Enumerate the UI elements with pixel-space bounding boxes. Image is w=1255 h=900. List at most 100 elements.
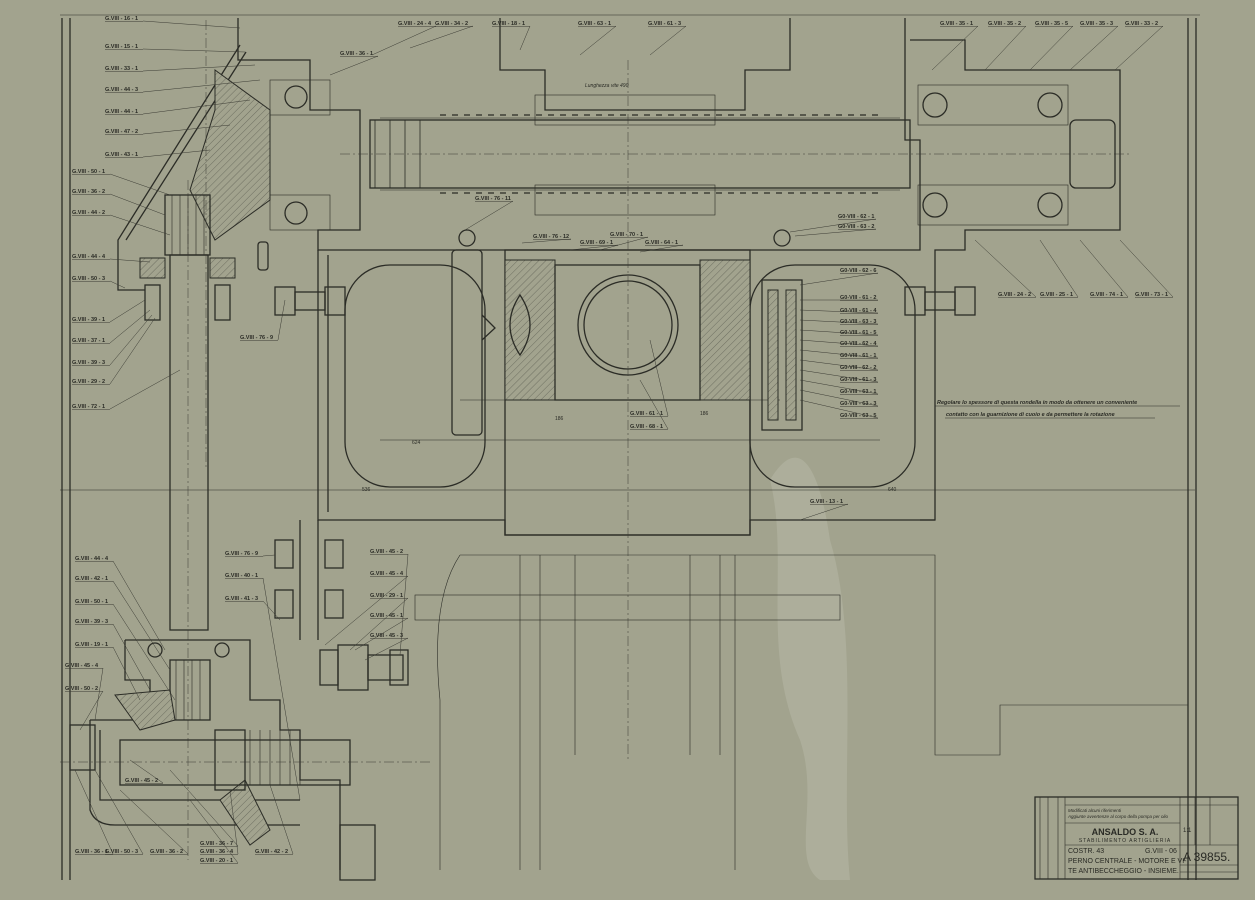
part-label: G.VIII - 76 - 9	[225, 551, 258, 557]
leader-line	[112, 623, 151, 691]
leader-line	[569, 244, 619, 251]
part-label: G.VIII - 61 - 3	[648, 21, 681, 27]
drawing-number: A 39855.	[1183, 850, 1230, 864]
leader-line	[364, 637, 409, 661]
part-label: G.VIII - 74 - 1	[1090, 292, 1123, 298]
bolt-right	[904, 286, 976, 316]
part-label: G.VIII - 36 - 2	[150, 849, 183, 855]
part-label: G.VIII - 50 - 2	[65, 686, 98, 692]
part-label: G0-VIII - 61 - 3	[840, 377, 876, 383]
leader-line	[349, 597, 409, 651]
part-label: G0-VIII - 63 - 3	[840, 319, 876, 325]
part-label: G.VIII - 72 - 1	[72, 404, 105, 410]
part-label: G0-VIII - 61 - 1	[840, 353, 876, 359]
leader-line	[79, 690, 104, 731]
leader-line	[119, 789, 189, 855]
part-label: G.VIII - 45 - 2	[370, 549, 403, 555]
part-label: G0-VIII - 61 - 5	[840, 330, 876, 336]
bolt-left	[274, 286, 346, 316]
leader-line	[74, 769, 114, 855]
part-label: G.VIII - 36 - 1	[340, 51, 373, 57]
dimension: 186	[555, 416, 564, 422]
vertical-shaft-assembly	[117, 20, 271, 860]
part-label: G.VIII - 37 - 1	[72, 338, 105, 344]
plant-name: STABILIMENTO ARTIGLIERIA	[1079, 838, 1171, 844]
leader-line	[799, 272, 879, 286]
leader-line	[129, 759, 164, 784]
leader-line	[112, 603, 176, 701]
title-block	[1034, 796, 1239, 880]
part-label: G.VIII - 33 - 1	[105, 66, 138, 72]
part-label: G0-VIII - 62 - 2	[840, 365, 876, 371]
leader-line	[789, 218, 877, 233]
leader-line	[1079, 239, 1129, 298]
leader-line	[262, 600, 281, 621]
part-label: G0-VIII - 63 - 1	[840, 389, 876, 395]
leader-line	[109, 214, 171, 236]
part-label: G0-VIII - 63 - 2	[838, 224, 874, 230]
part-label: G.VIII - 29 - 1	[370, 593, 403, 599]
leader-line	[649, 25, 687, 56]
sheet-frame	[60, 14, 1200, 880]
leader-line	[109, 193, 166, 216]
part-label: G.VIII - 39 - 3	[72, 360, 105, 366]
leader-line	[112, 560, 166, 651]
leader-line	[799, 389, 879, 407]
part-label: G.VIII - 69 - 1	[580, 240, 613, 246]
part-label: G.VIII - 29 - 2	[72, 379, 105, 385]
drawing-title: TE ANTIBECCHEGGIO - INSIEME.	[1068, 868, 1179, 875]
leader-line	[109, 299, 146, 323]
part-label: G0-VIII - 62 - 6	[840, 268, 876, 274]
leader-line	[799, 349, 879, 359]
part-label: G.VIII - 41 - 3	[225, 596, 258, 602]
leader-line	[229, 789, 239, 855]
part-label: G.VIII - 43 - 1	[105, 152, 138, 158]
leader-line	[112, 646, 141, 701]
part-label: G.VIII - 68 - 1	[630, 424, 663, 430]
leader-line	[169, 769, 239, 847]
revision-note: Aggiunte avvertenze al corpo della pompa…	[1067, 814, 1169, 819]
leader-line	[109, 173, 171, 196]
leader-line	[109, 317, 156, 385]
part-label: G.VIII - 45 - 4	[65, 663, 99, 669]
part-label: G.VIII - 70 - 1	[610, 232, 643, 238]
leader-line	[142, 20, 241, 29]
part-label: G.VIII - 50 - 3	[105, 849, 138, 855]
leader-line	[639, 244, 684, 253]
leader-line	[649, 339, 669, 417]
revision-note: Modificati alcuni riferimenti	[1068, 808, 1122, 813]
leader-line	[371, 25, 437, 56]
part-label: G.VIII - 76 - 9	[240, 335, 273, 341]
dimension: 624	[412, 440, 421, 446]
leader-line	[794, 228, 877, 237]
part-label: G.VIII - 34 - 2	[435, 21, 468, 27]
leader-line	[1114, 25, 1164, 71]
part-label: G.VIII - 50 - 3	[72, 276, 105, 282]
part-label: G.VIII - 45 - 2	[125, 778, 158, 784]
leader-line	[269, 784, 294, 855]
leader-line	[354, 617, 409, 651]
leader-line	[1039, 239, 1079, 298]
leader-line	[262, 577, 301, 801]
part-label: G.VIII - 44 - 3	[105, 87, 138, 93]
leader-line	[142, 99, 251, 115]
scale: 1:1	[1183, 828, 1192, 834]
leader-line	[799, 339, 879, 347]
assembly-note: Regolare lo spessore di questa rondella …	[935, 400, 1180, 419]
part-label: G.VIII - 20 - 1	[200, 858, 233, 864]
company-name: ANSALDO S. A.	[1092, 827, 1159, 837]
part-label: G0-VIII - 61 - 2	[840, 295, 876, 301]
part-label: G.VIII - 33 - 2	[1125, 21, 1158, 27]
leader-line	[189, 799, 239, 864]
leader-line	[109, 280, 126, 289]
part-label: G.VIII - 40 - 1	[225, 573, 258, 579]
leader-line	[799, 329, 879, 336]
part-label: G.VIII - 35 - 2	[988, 21, 1021, 27]
leader-line	[329, 55, 379, 76]
part-label: G.VIII - 19 - 1	[75, 642, 108, 648]
part-label: G.VIII - 36 - 4	[200, 849, 234, 855]
dimension: 536	[362, 487, 371, 493]
leader-line	[142, 48, 246, 53]
part-label: G.VIII - 35 - 3	[1080, 21, 1113, 27]
